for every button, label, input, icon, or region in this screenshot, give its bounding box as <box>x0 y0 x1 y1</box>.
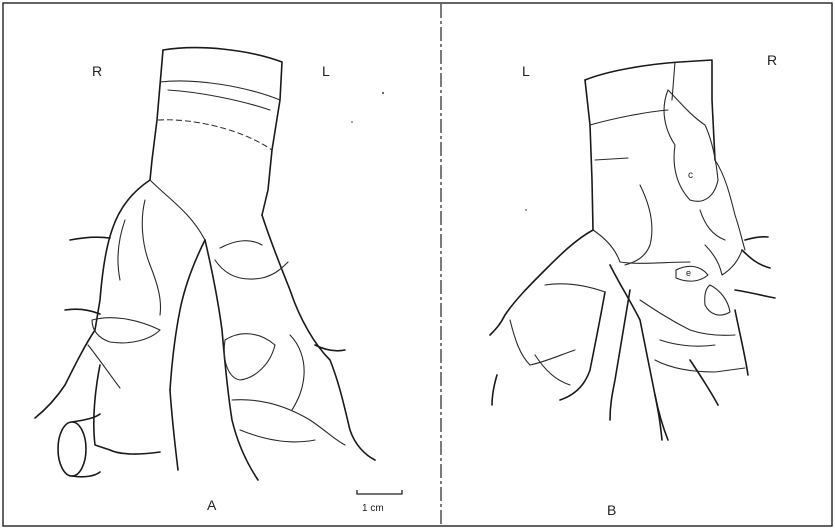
scale-bar <box>357 490 402 494</box>
panel-a-side-left-label: R <box>92 63 102 79</box>
speck <box>525 209 527 211</box>
scale-bar-label: 1 cm <box>362 503 384 514</box>
panel-b-drawing <box>490 60 775 440</box>
panel-a-caption: A <box>207 497 217 513</box>
panel-a-side-right-label: L <box>322 63 330 79</box>
panel-a-drawing <box>35 48 375 480</box>
panel-b-label-e: e <box>686 268 691 278</box>
speck <box>351 121 353 123</box>
figure-frame <box>3 3 832 526</box>
panel-b-side-left-label: L <box>522 63 530 79</box>
panel-b-caption: B <box>607 502 616 518</box>
panel-b-label-c: c <box>688 170 693 181</box>
panel-b-side-right-label: R <box>767 52 777 68</box>
speck <box>382 92 384 94</box>
